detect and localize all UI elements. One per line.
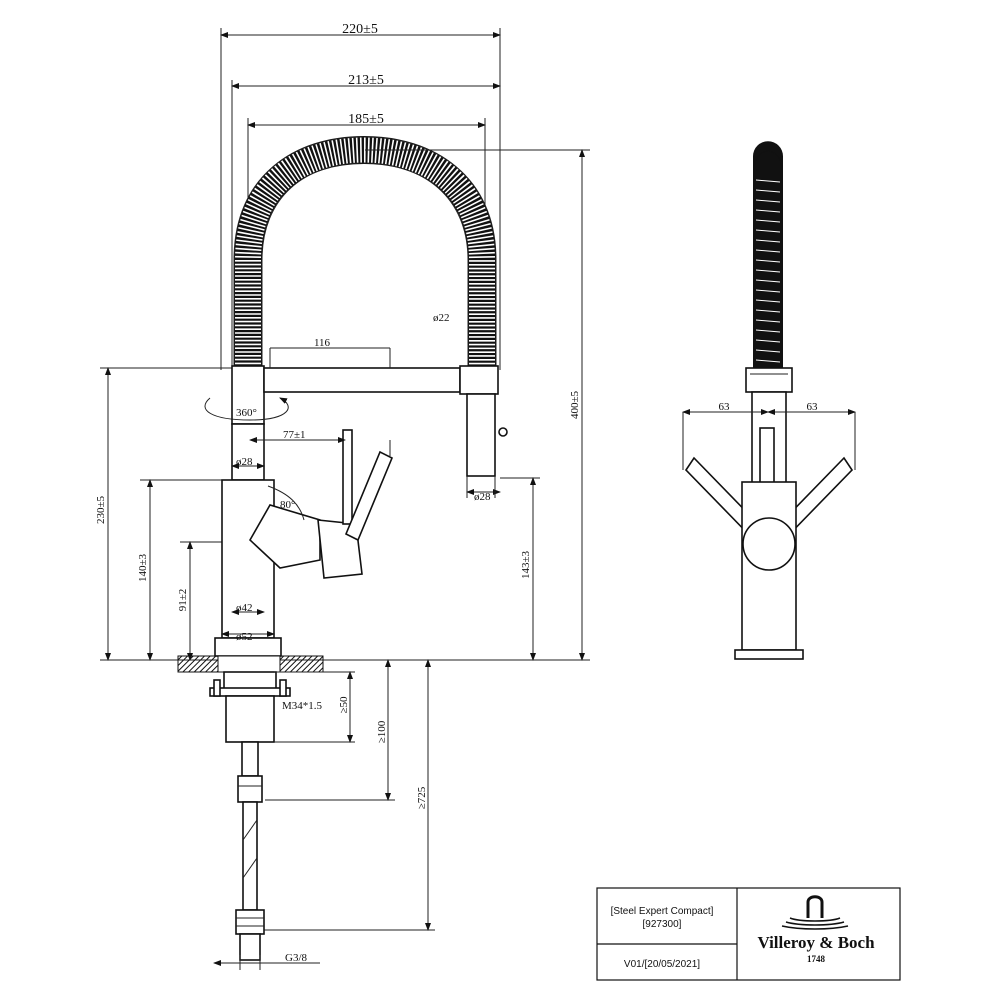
- spray-button: [498, 427, 508, 437]
- dim-thread-length: ≥50: [338, 696, 350, 714]
- head-holder: [459, 365, 499, 395]
- version-date: V01/[20/05/2021]: [624, 959, 700, 970]
- dim-hose-length: ≥725: [416, 786, 428, 809]
- dim-220: 220±5: [342, 22, 378, 37]
- product-name: [Steel Expert Compact]: [611, 906, 714, 917]
- dim-140: 140±3: [137, 553, 149, 582]
- dim-77: 77±1: [283, 429, 306, 441]
- dim-185: 185±5: [348, 112, 384, 127]
- brand-name: Villeroy & Boch: [757, 933, 875, 952]
- lever-tilted: [344, 450, 394, 542]
- right-dimensions: 400±5 143±3: [365, 149, 590, 661]
- spray-head: [466, 393, 496, 477]
- side-head-holder: [745, 367, 793, 393]
- dim-400: 400±5: [569, 390, 581, 419]
- dim-connection: G3/8: [285, 952, 308, 964]
- dim-rotation: 360°: [236, 407, 257, 419]
- dim-side-left: 63: [719, 401, 731, 413]
- threaded-shank: [225, 695, 275, 743]
- side-base: [734, 649, 804, 660]
- spring-hose: [233, 135, 497, 368]
- dim-head-diameter: ø28: [474, 491, 491, 503]
- dim-body-upper: ø28: [236, 456, 253, 468]
- left-dimensions: 230±5 140±3 91±2: [95, 367, 590, 661]
- brand-year: 1748: [807, 954, 826, 964]
- faucet-body-front: 116 ø28 360° ø28 77±1 80° ø42 ø52: [204, 337, 508, 657]
- dim-body-lower: ø42: [236, 602, 253, 614]
- product-code: [927300]: [643, 919, 682, 930]
- dim-base: ø52: [236, 631, 253, 643]
- dim-91: 91±2: [177, 589, 189, 612]
- title-block: [Steel Expert Compact] [927300] V01/[20/…: [596, 887, 901, 981]
- dim-hose-diameter: ø22: [433, 312, 450, 324]
- dim-143: 143±3: [520, 550, 532, 579]
- dim-116: 116: [314, 337, 331, 349]
- dim-side-right: 63: [807, 401, 819, 413]
- brand-logo-icon: [781, 895, 849, 930]
- mounting-assembly: M34*1.5 ≥50 ≥100 ≥725 G3/8: [209, 659, 435, 970]
- lever-vertical: [342, 429, 353, 525]
- side-view: 63 63: [682, 141, 856, 660]
- dim-lever-angle: 80°: [280, 499, 295, 511]
- lower-body: [221, 479, 275, 639]
- dim-shank: ≥100: [376, 720, 388, 743]
- dim-thread: M34*1.5: [282, 700, 323, 712]
- dim-213: 213±5: [348, 73, 384, 88]
- spout-arm: [263, 367, 461, 393]
- dim-230: 230±5: [95, 495, 107, 524]
- upper-body: [231, 423, 265, 481]
- hose-nut: [235, 909, 265, 935]
- side-lever-hub: [742, 517, 796, 571]
